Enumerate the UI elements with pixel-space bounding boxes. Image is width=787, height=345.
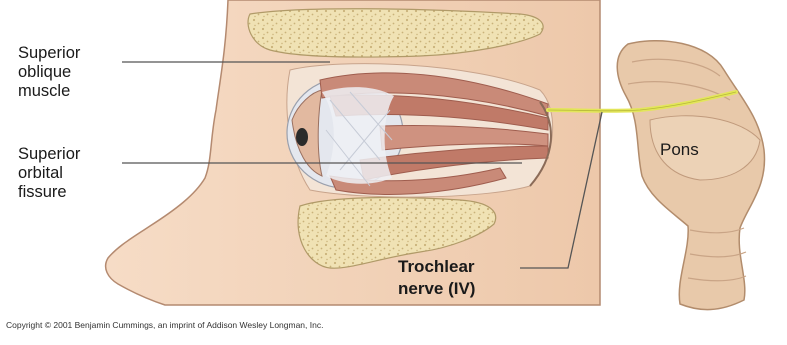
copyright-notice: Copyright © 2001 Benjamin Cummings, an i… (6, 320, 323, 330)
label-trochlear-nerve: Trochlear nerve (IV) (398, 256, 475, 300)
pupil (296, 128, 308, 146)
label-pons: Pons (660, 140, 699, 159)
label-superior-orbital-fissure: Superior orbital fissure (18, 145, 80, 202)
label-superior-oblique-muscle: Superior oblique muscle (18, 44, 80, 101)
